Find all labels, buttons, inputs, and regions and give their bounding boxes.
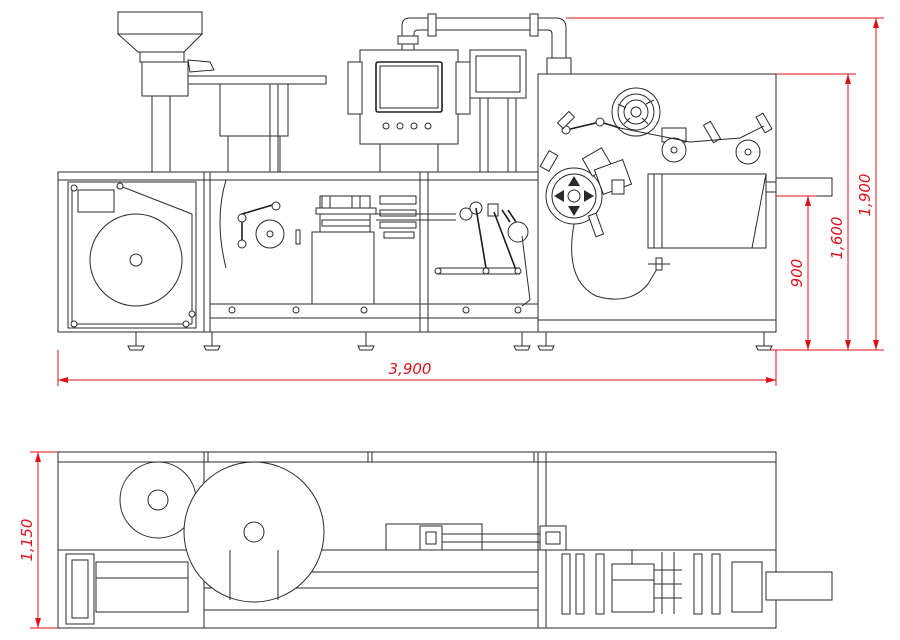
top-left-motor bbox=[65, 553, 189, 625]
traction-section bbox=[434, 201, 531, 307]
film-roll bbox=[67, 181, 197, 329]
top-film-roll bbox=[119, 461, 325, 603]
front-view bbox=[57, 11, 833, 351]
working-height-label: 900 bbox=[788, 259, 806, 288]
leveling-feet bbox=[127, 332, 773, 351]
feed-hopper bbox=[116, 11, 215, 173]
control-panel bbox=[347, 49, 527, 173]
front-dimensions bbox=[57, 17, 884, 386]
cabinet-bolts bbox=[228, 306, 522, 314]
frame-height-label: 1,600 bbox=[828, 217, 846, 260]
air-pipe bbox=[397, 13, 572, 75]
top-forming-rails bbox=[385, 523, 567, 551]
overall-height-label: 1,900 bbox=[856, 174, 874, 217]
feeding-table bbox=[187, 75, 327, 173]
sealing-station bbox=[539, 87, 777, 300]
top-view bbox=[57, 451, 833, 629]
top-right-unit bbox=[561, 550, 833, 615]
overall-length-label: 3,900 bbox=[389, 360, 432, 378]
top-dimensions bbox=[30, 451, 58, 629]
forming-station bbox=[219, 179, 456, 305]
overall-width-label: 1,150 bbox=[18, 519, 36, 562]
